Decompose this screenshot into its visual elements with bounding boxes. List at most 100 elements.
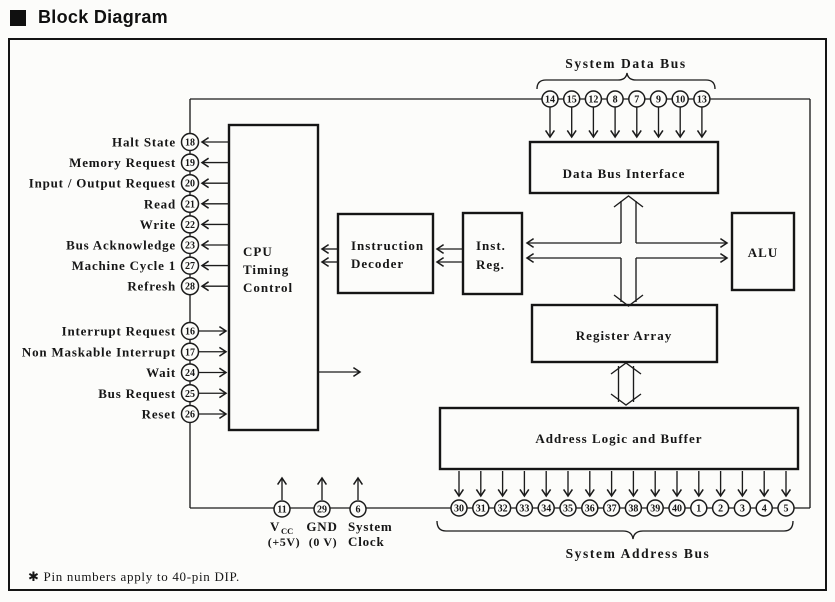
- pin-number: 37: [607, 504, 617, 515]
- pin-circle: [180, 276, 200, 296]
- bus-rails: [189, 98, 811, 509]
- register-array-box: [530, 303, 719, 364]
- pin-circle: [628, 90, 646, 108]
- bus-up-arrowhead: [613, 195, 644, 208]
- data-bus-brace: [536, 72, 716, 90]
- alu-label: ALU: [748, 245, 778, 260]
- pin-circle: [537, 499, 555, 517]
- bus-up-arrowhead: [610, 362, 642, 375]
- gnd-label: GND: [306, 519, 337, 534]
- pin-number: 7: [634, 95, 639, 106]
- pin-number: 2: [718, 504, 723, 515]
- pin-number: 40: [672, 504, 682, 515]
- pin-number: 25: [185, 389, 195, 400]
- instruction-decoder-label: Decoder: [351, 256, 404, 271]
- pin-number: 18: [185, 138, 195, 149]
- system-data-bus-label: System Data Bus: [565, 56, 687, 71]
- cpu-timing-label: Control: [243, 280, 293, 295]
- pin-circle: [180, 256, 200, 275]
- pin-circle: [693, 90, 711, 108]
- pin-number: 15: [567, 95, 577, 106]
- pin-circle: [180, 384, 200, 403]
- pin-circle: [493, 499, 512, 517]
- decode-path-arrows: [318, 243, 463, 378]
- pin-number: 38: [628, 504, 638, 515]
- address-logic-label: Address Logic and Buffer: [535, 431, 702, 446]
- section-header: Block Diagram: [10, 7, 168, 28]
- pin-number: 1: [696, 504, 701, 515]
- instruction-register-box: [461, 211, 524, 296]
- pin-circle: [624, 499, 643, 517]
- pin-circle: [581, 499, 599, 517]
- page-title: Block Diagram: [38, 7, 168, 27]
- pin-circle: [671, 90, 689, 108]
- pin-number: 24: [185, 368, 195, 379]
- section-bullet-icon: [10, 9, 26, 26]
- cpu-timing-label: Timing: [243, 262, 289, 277]
- inst-reg-label: Inst.: [476, 238, 506, 253]
- pin-number: 33: [519, 504, 529, 515]
- signal-label: Input / Output Request: [29, 176, 176, 191]
- pin-number: 4: [762, 504, 767, 515]
- pin-circle: [541, 90, 559, 108]
- pin-number: 32: [498, 504, 508, 515]
- pin-number: 28: [185, 282, 195, 293]
- pin-number: 16: [185, 327, 195, 338]
- pin-number: 3: [740, 504, 745, 515]
- alu-box: [730, 211, 796, 292]
- pin-circle: [180, 153, 200, 172]
- internal-data-bus-cross: [525, 195, 729, 307]
- signal-label: Bus Acknowledge: [66, 238, 176, 253]
- pin-number: 21: [185, 199, 195, 210]
- pin-number: 20: [185, 179, 195, 190]
- pin-circle: [180, 194, 200, 214]
- bus-vertical-lines: [620, 201, 637, 302]
- pin-circle: [450, 499, 468, 517]
- data-bus-interface-label: Data Bus Interface: [563, 166, 686, 181]
- pin-number: 23: [185, 241, 195, 252]
- signal-label: Memory Request: [69, 155, 176, 170]
- pin-circle: [349, 500, 367, 518]
- pin-number: 12: [588, 95, 598, 106]
- pin-circle: [777, 499, 795, 517]
- vcc-subscript: CC: [281, 526, 293, 536]
- pin-number: 22: [185, 220, 195, 231]
- pin-circle: [606, 90, 624, 108]
- pin-circle: [180, 363, 200, 382]
- signal-label: Bus Request: [98, 386, 176, 401]
- signal-label: Wait: [146, 365, 176, 380]
- system-clock-label: System: [348, 519, 393, 534]
- pin-circle: [515, 499, 534, 517]
- pin-circle: [711, 499, 730, 517]
- footnote: ✱ Pin numbers apply to 40-pin DIP.: [28, 569, 240, 584]
- instruction-decoder-box: [336, 212, 435, 295]
- signal-label: Machine Cycle 1: [72, 258, 176, 273]
- pin-circle: [472, 499, 490, 517]
- pin-circle: [646, 499, 664, 517]
- pin-circle: [180, 215, 200, 234]
- system-clock-label: Clock: [348, 534, 385, 549]
- signal-label: Interrupt Request: [62, 324, 176, 339]
- pin-number: 34: [541, 504, 551, 515]
- pin-number: 8: [613, 95, 618, 106]
- pin-circle: [690, 499, 708, 517]
- cpu-timing-control-box: [227, 123, 320, 432]
- pin-number: 26: [185, 410, 195, 421]
- pin-circle: [180, 321, 200, 341]
- pin-number: 6: [356, 505, 361, 516]
- signal-label: Non Maskable Interrupt: [22, 344, 176, 359]
- signal-label: Write: [140, 217, 176, 232]
- signal-label: Halt State: [112, 135, 176, 150]
- pin-circle: [180, 173, 200, 193]
- pin-circle: [755, 499, 773, 517]
- signal-label: Refresh: [127, 279, 176, 294]
- diagram-frame: [8, 38, 827, 591]
- pin-number: 19: [185, 158, 195, 169]
- pin-number: 13: [697, 95, 707, 106]
- register-to-address-bus-arrow: [610, 362, 642, 406]
- address-bus-brace: [436, 520, 794, 540]
- address-logic-buffer-box: [438, 406, 800, 471]
